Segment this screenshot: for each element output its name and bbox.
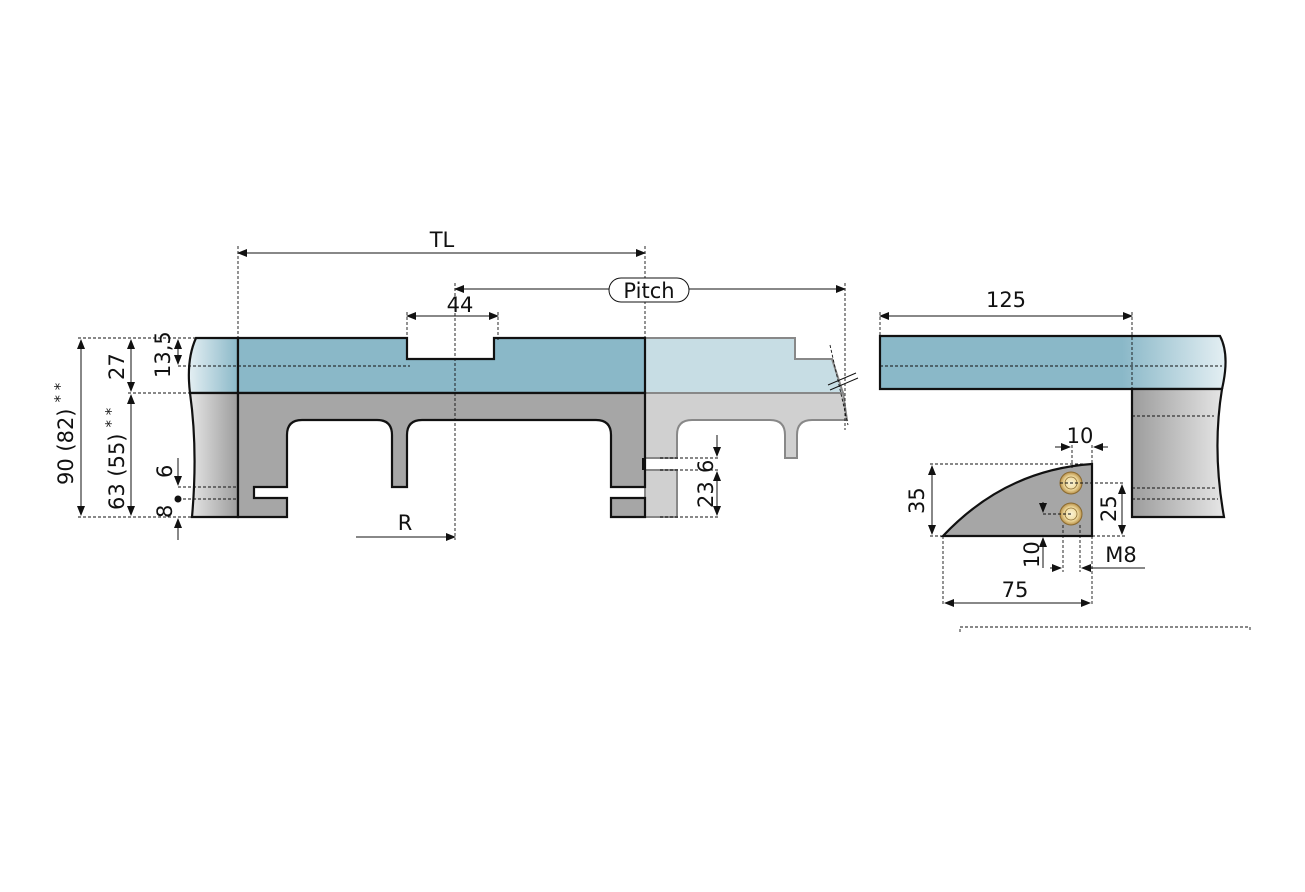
end-cap-top — [187, 336, 240, 395]
dim-25: 25 — [1097, 495, 1121, 522]
dim-125: 125 — [986, 288, 1026, 312]
dim-pitch: Pitch — [623, 279, 674, 303]
next-link-top-band — [644, 337, 845, 394]
dim-23: 23 — [694, 481, 718, 508]
dim-r: R — [398, 511, 413, 535]
track-shoe-front-view — [187, 336, 859, 519]
body-right-tab — [609, 496, 647, 519]
dim-75: 75 — [1002, 578, 1029, 602]
dimensions-front: TL Pitch 44 R 90 (82)* * 27 63 (55)* * — [51, 228, 846, 541]
dim-90: 90 (82)* * — [51, 382, 78, 485]
next-link-leg — [644, 469, 678, 518]
dim-tl: TL — [429, 228, 455, 252]
dim-6-right: 6 — [694, 460, 718, 473]
side-top-band — [878, 334, 1227, 391]
top-band — [236, 336, 647, 395]
side-leg — [1130, 387, 1226, 519]
dim-10-top: 10 — [1067, 424, 1094, 448]
next-link-body — [644, 392, 849, 459]
dim-27: 27 — [105, 353, 129, 380]
dim-6-left: 6 — [153, 465, 177, 478]
dim-m8: M8 — [1105, 543, 1136, 567]
dim-35: 35 — [905, 487, 929, 514]
dim-8-left: 8 — [153, 505, 177, 518]
end-cap-bottom — [188, 391, 240, 519]
dim-10-bottom: 10 — [1020, 541, 1044, 568]
body — [236, 391, 647, 519]
dim-63: 63 (55)* * — [102, 407, 129, 510]
dim-13-5: 13,5 — [151, 331, 175, 378]
track-shoe-side-view: 125 35 10 25 10 M8 — [878, 288, 1251, 632]
dim-44: 44 — [447, 293, 474, 317]
